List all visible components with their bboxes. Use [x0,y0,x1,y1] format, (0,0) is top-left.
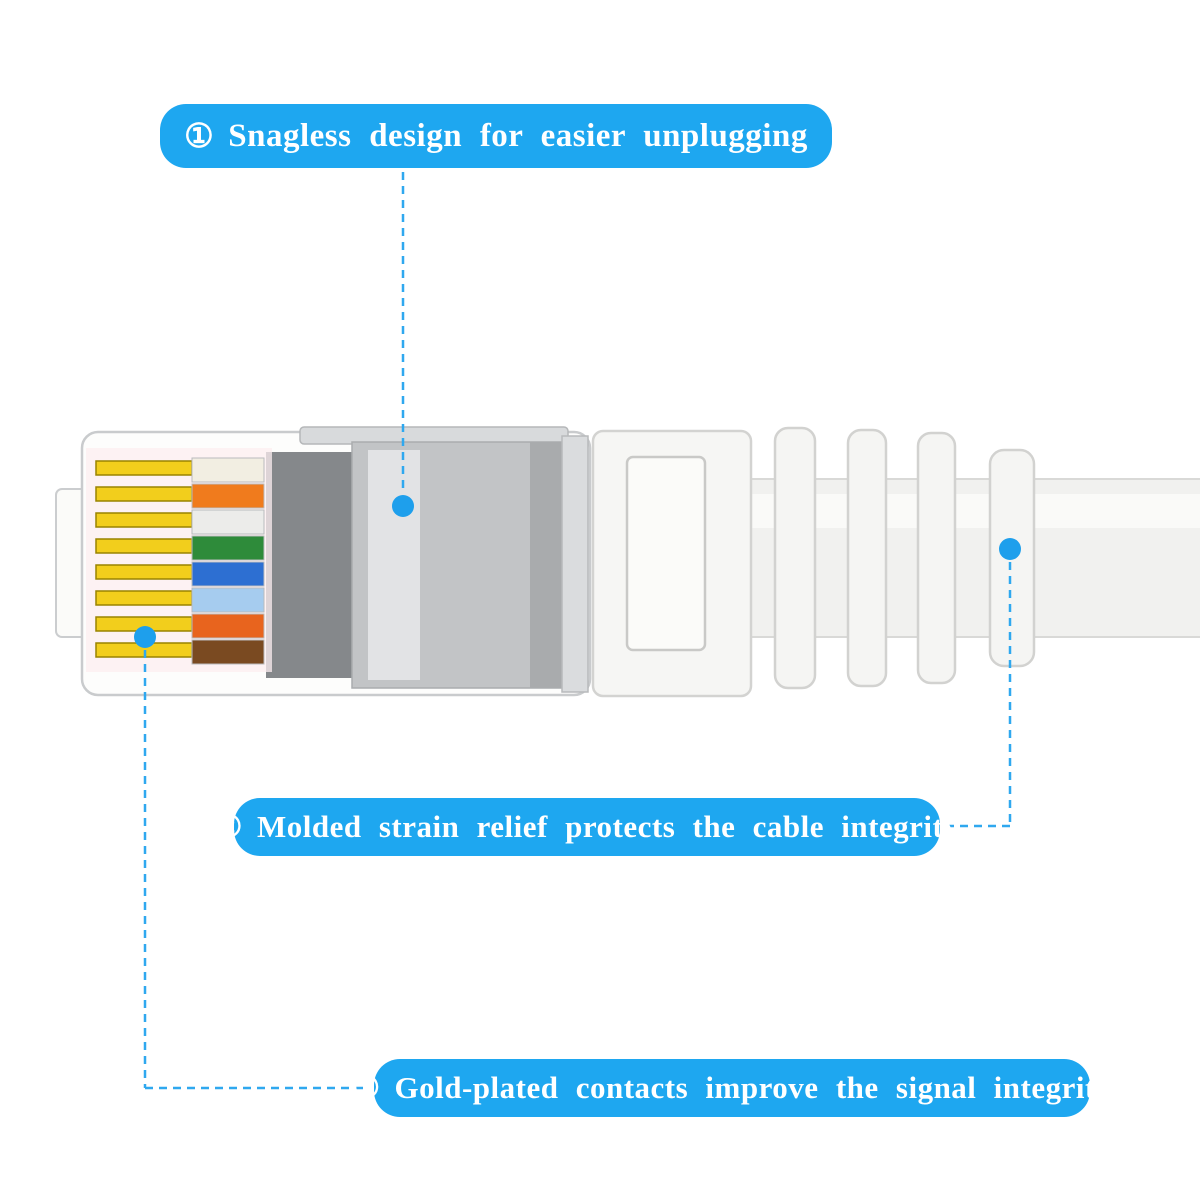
wire-color-1 [191,457,265,483]
boot-fin-3 [916,431,957,685]
callout-3-number: ③ [352,1070,381,1105]
callout-snagless-design: ① Snagless design for easier unplugging [160,104,832,168]
callout-gold-contacts: ③ Gold-plated contacts improve the signa… [352,1059,1111,1117]
callout-2-text: Molded strain relief protects the cable … [256,809,960,844]
wire-ends [191,457,265,665]
callout-3-text: Gold-plated contacts improve the signal … [394,1070,1112,1105]
cable-highlight [745,494,1200,528]
wire-color-8 [191,639,265,665]
wire-color-2 [191,483,265,509]
wire-bundle-shadow [266,452,352,678]
callout-1-text: Snagless design for easier unplugging [228,117,808,154]
connector-end-cap [561,435,589,693]
wire-color-3 [191,509,265,535]
gold-pin [95,564,193,580]
callout-dot-3 [134,626,156,648]
boot-fin-1 [773,426,817,690]
gold-pin [95,538,193,554]
wire-color-5 [191,561,265,587]
junction-inset [625,455,707,652]
gold-pin [95,590,193,606]
gold-pin [95,460,193,476]
callout-1-number: ① [184,119,215,155]
boot-fin-2 [846,428,888,688]
wire-color-6 [191,587,265,613]
gold-pin [95,512,193,528]
callout-dot-2 [999,538,1021,560]
callout-dot-1 [392,495,414,517]
callout-strain-relief: ② Molded strain relief protects the cabl… [215,798,959,856]
wire-color-7 [191,613,265,639]
callout-2-number: ② [214,809,243,844]
gold-pin [95,486,193,502]
metal-crimp-shade [530,442,564,688]
wire-color-4 [191,535,265,561]
metal-crimp-highlight [368,450,420,680]
